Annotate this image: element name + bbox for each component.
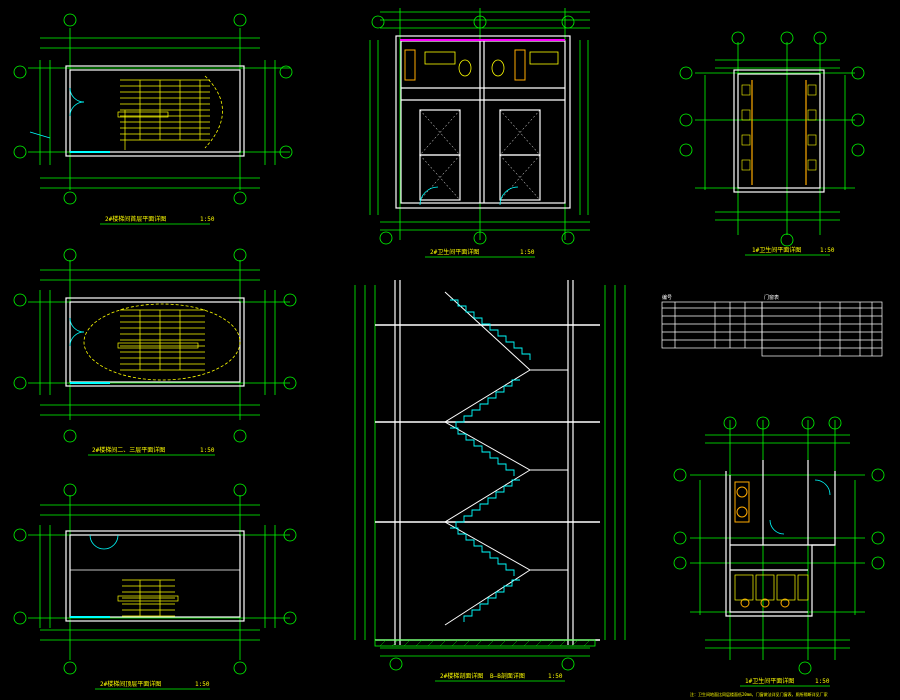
- toilet-top-title: 2#卫生间平面详图: [430, 248, 479, 256]
- stair-section-scale: 1:50: [548, 673, 563, 680]
- stair-plan-second-third-floor: 2#楼梯间二、三层平面详图 1:50: [13, 248, 297, 456]
- toilet-plan-bottom-right: 1#卫生间平面详图 1:50: [673, 416, 885, 687]
- table-title-right: 门窗表: [764, 294, 779, 301]
- stair-plan-2-title: 2#楼梯间二、三层平面详图: [92, 446, 165, 454]
- stair-section-title: 2#楼梯剖面详图: [440, 672, 483, 680]
- toilet-bottom-title: 1#卫生间平面详图: [745, 677, 794, 685]
- toilet-bottom-scale: 1:50: [815, 678, 830, 685]
- footnote: 注：卫生间地面比同层楼面低20mm，门窗做法详见门窗表，厕所隔断详见厂家: [690, 691, 828, 697]
- stair-section-subtitle: B—B剖面详图: [490, 672, 525, 680]
- stair-section: 2#楼梯剖面详图 B—B剖面详图 1:50: [354, 280, 626, 682]
- toilet-plan-top-right: 1#卫生间平面详图 1:50: [679, 31, 865, 256]
- stair-plan-2-scale: 1:50: [200, 447, 215, 454]
- toilet-plan-top-center: 2#卫生间平面详图 1:50: [369, 8, 590, 258]
- stair-plan-first-floor: 2#楼梯间首层平面详图 1:50: [13, 13, 293, 225]
- stair-plan-top-floor: 2#楼梯间顶层平面详图 1:50: [13, 483, 297, 690]
- stair-plan-1-scale: 1:50: [200, 216, 215, 223]
- table-title-left: 编号: [662, 294, 672, 301]
- stair-plan-1-title: 2#楼梯间首层平面详图: [105, 215, 166, 223]
- stair-plan-3-title: 2#楼梯间顶层平面详图: [100, 680, 161, 688]
- toilet-top-scale: 1:50: [520, 249, 535, 256]
- toilet-right-title: 1#卫生间平面详图: [752, 246, 801, 254]
- toilet-right-scale: 1:50: [820, 247, 835, 254]
- door-window-table: 编号 门窗表: [661, 294, 883, 357]
- stair-plan-3-scale: 1:50: [195, 681, 210, 688]
